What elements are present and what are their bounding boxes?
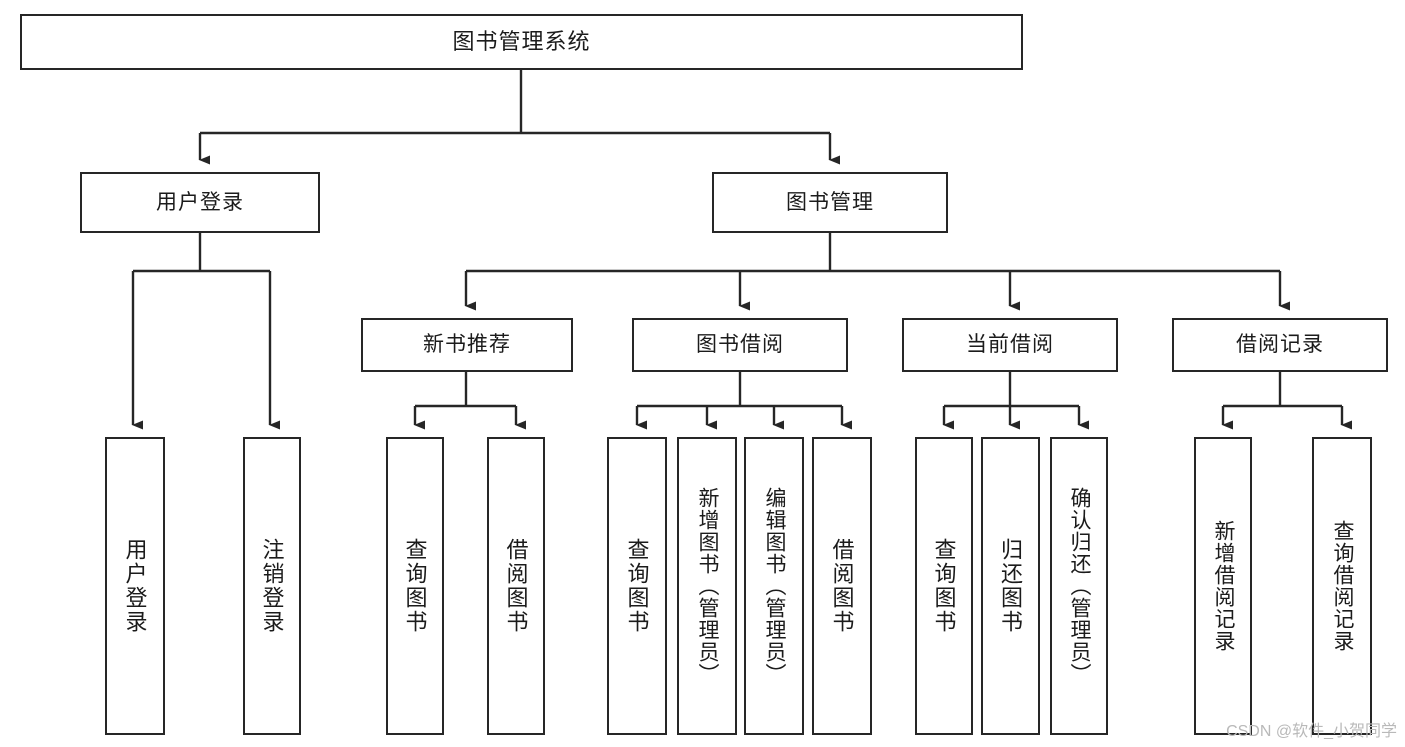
node-label: 归还图书 bbox=[998, 538, 1024, 634]
node-label: 图书管理系统 bbox=[452, 28, 591, 54]
node-borrow-record[interactable]: 借阅记录 bbox=[1172, 318, 1388, 372]
leaf-query-book-recommend[interactable]: 查询图书 bbox=[386, 437, 444, 735]
node-book-borrow[interactable]: 图书借阅 bbox=[632, 318, 848, 372]
node-label: 注销登录 bbox=[259, 538, 285, 634]
leaf-add-book-admin[interactable]: 新增图书（管理员） bbox=[677, 437, 737, 735]
leaf-confirm-return-admin[interactable]: 确认归还（管理员） bbox=[1050, 437, 1108, 735]
node-label: 查询借阅记录 bbox=[1331, 520, 1355, 652]
leaf-query-borrow-record[interactable]: 查询借阅记录 bbox=[1312, 437, 1372, 735]
node-label: 借阅图书 bbox=[503, 538, 529, 634]
node-label: 借阅记录 bbox=[1236, 333, 1324, 357]
node-book-management[interactable]: 图书管理 bbox=[712, 172, 948, 233]
node-new-book-recommend[interactable]: 新书推荐 bbox=[361, 318, 573, 372]
node-label: 图书借阅 bbox=[696, 333, 784, 357]
node-label: 查询图书 bbox=[931, 538, 957, 634]
node-label: 新书推荐 bbox=[423, 333, 511, 357]
node-label: 编辑图书（管理员） bbox=[763, 487, 787, 685]
watermark-text: CSDN @软件_小贺同学 bbox=[1226, 723, 1397, 740]
leaf-query-book-current[interactable]: 查询图书 bbox=[915, 437, 973, 735]
leaf-logout[interactable]: 注销登录 bbox=[243, 437, 301, 735]
node-current-borrow[interactable]: 当前借阅 bbox=[902, 318, 1118, 372]
node-label: 新增图书（管理员） bbox=[696, 487, 720, 685]
leaf-query-book-borrow[interactable]: 查询图书 bbox=[607, 437, 667, 735]
leaf-add-borrow-record[interactable]: 新增借阅记录 bbox=[1194, 437, 1252, 735]
node-label: 确认归还（管理员） bbox=[1068, 487, 1092, 685]
leaf-borrow-book-recommend[interactable]: 借阅图书 bbox=[487, 437, 545, 735]
leaf-user-login[interactable]: 用户登录 bbox=[105, 437, 165, 735]
node-label: 当前借阅 bbox=[966, 333, 1054, 357]
node-label: 查询图书 bbox=[402, 538, 428, 634]
node-root-system[interactable]: 图书管理系统 bbox=[20, 14, 1023, 70]
node-label: 图书管理 bbox=[786, 190, 874, 214]
node-label: 查询图书 bbox=[624, 538, 650, 634]
node-label: 用户登录 bbox=[156, 190, 244, 214]
leaf-return-book[interactable]: 归还图书 bbox=[981, 437, 1040, 735]
leaf-edit-book-admin[interactable]: 编辑图书（管理员） bbox=[744, 437, 804, 735]
node-user-login[interactable]: 用户登录 bbox=[80, 172, 320, 233]
leaf-borrow-book[interactable]: 借阅图书 bbox=[812, 437, 872, 735]
node-label: 借阅图书 bbox=[829, 538, 855, 634]
node-label: 用户登录 bbox=[122, 538, 148, 634]
node-label: 新增借阅记录 bbox=[1212, 520, 1236, 652]
